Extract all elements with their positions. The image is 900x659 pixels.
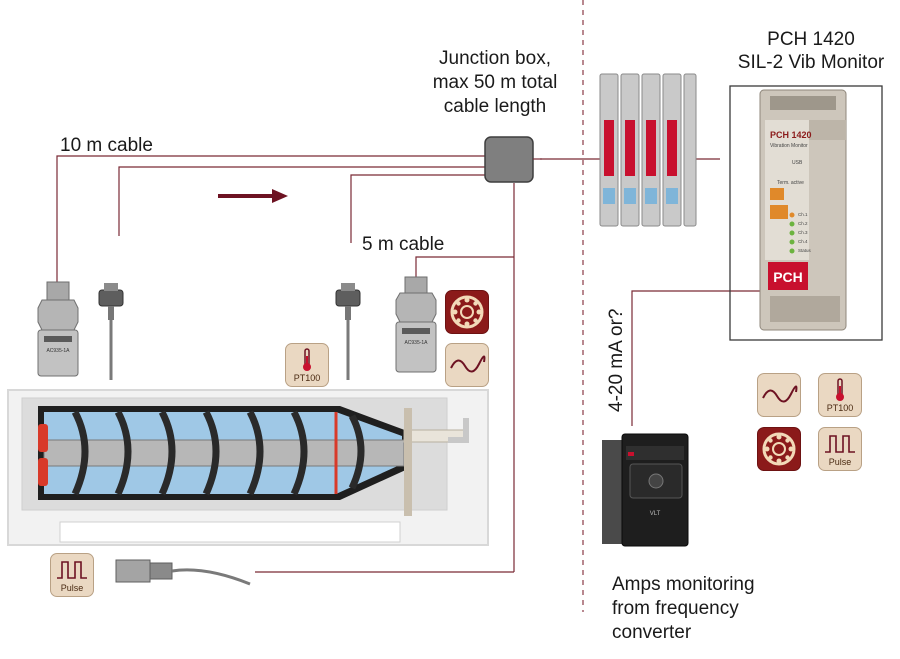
cable-10m [56, 155, 485, 282]
svg-text:AC935-1A: AC935-1A [46, 348, 70, 354]
monitor-title: PCH 1420 SIL-2 Vib Monitor [737, 29, 885, 73]
cable-10m-label: 10 m cable [60, 135, 153, 156]
svg-text:Status: Status [798, 248, 812, 253]
temperature-probe-right [335, 283, 361, 380]
thermometer-icon [836, 378, 844, 401]
bearing-icon [762, 432, 796, 466]
pulse-icon [57, 561, 87, 579]
pulse-badge-monitor: Pulse [818, 427, 862, 471]
cable-sensor-3 [350, 174, 485, 243]
waveform-badge-monitor [757, 373, 801, 417]
cables [56, 155, 760, 573]
rotation-vibration-badge-monitor [757, 427, 801, 471]
svg-text:PCH 1420: PCH 1420 [770, 130, 812, 140]
junction-box [484, 136, 534, 183]
pt100-label: PT100 [826, 403, 854, 413]
svg-text:Ch.1: Ch.1 [798, 212, 808, 217]
thermometer-icon [303, 348, 311, 371]
speed-pickup-sensor [115, 559, 251, 586]
waveform-icon [762, 385, 798, 403]
svg-text:Ch.4: Ch.4 [798, 239, 808, 244]
svg-text:PCH: PCH [773, 269, 803, 285]
junction-box-label: Junction box, max 50 m total cable lengt… [432, 48, 558, 117]
din-rail-modules [599, 73, 697, 227]
pch-1420-monitor: PCH 1420 Vibration Monitor USB Term. act… [729, 85, 883, 341]
analog-output-label: 4-20 mA or? [606, 308, 627, 413]
pt100-label: PT100 [293, 373, 321, 383]
svg-text:AC935-1A: AC935-1A [404, 340, 428, 346]
waveform-badge [445, 343, 489, 387]
pulse-label: Pulse [60, 583, 84, 593]
svg-text:Ch.3: Ch.3 [798, 230, 808, 235]
vibration-sensor-right: AC935-1A [395, 276, 437, 373]
pt100-badge-monitor: PT100 [818, 373, 862, 417]
cable-analog [631, 290, 760, 426]
svg-text:USB: USB [792, 160, 803, 166]
pulse-badge-machine: Pulse [50, 553, 94, 597]
vibration-sensor-left: AC935-1A [37, 281, 79, 377]
waveform-icon [450, 355, 486, 373]
bearing-icon [450, 295, 484, 329]
cable-5m [415, 256, 514, 277]
svg-text:VLT: VLT [650, 511, 661, 517]
svg-text:Term. active: Term. active [777, 180, 804, 186]
pulse-label: Pulse [828, 457, 852, 467]
svg-text:Vibration Monitor: Vibration Monitor [770, 143, 808, 149]
cable-sensor-2 [118, 166, 485, 236]
flow-arrow [218, 189, 288, 203]
decanter-machine [7, 389, 489, 546]
temperature-probe-left [98, 283, 124, 380]
frequency-converter: VLT [602, 433, 689, 547]
pt100-badge-machine: PT100 [285, 343, 329, 387]
pulse-icon [825, 435, 855, 453]
svg-text:Ch.2: Ch.2 [798, 221, 808, 226]
amps-monitoring-label: Amps monitoring from frequency converter [612, 574, 755, 643]
cable-5m-label: 5 m cable [362, 234, 445, 255]
rotation-vibration-badge [445, 290, 489, 334]
